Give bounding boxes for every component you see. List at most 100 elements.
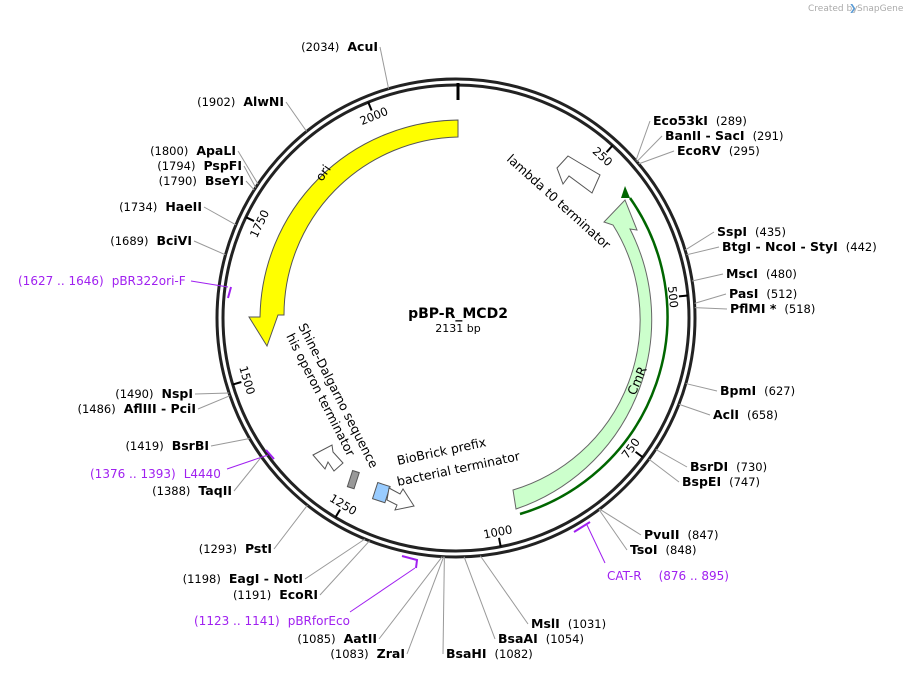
primer-leader-pbrforeco	[349, 567, 416, 613]
site-leader	[203, 206, 237, 226]
restriction-site-label[interactable]: (2034)AcuI	[301, 39, 378, 54]
site-name: BanII - SacI	[665, 128, 745, 143]
site-name: HaeII	[165, 199, 202, 214]
restriction-site-label[interactable]: (1486)AflIII - PciI	[77, 401, 196, 416]
site-position: (1388)	[152, 484, 190, 498]
backbone-inner-circle	[221, 83, 691, 553]
primer-mark-pbr322ori-f[interactable]	[227, 286, 232, 299]
tick-mark	[367, 101, 373, 111]
restriction-site-label[interactable]: PvuII(847)	[644, 527, 718, 542]
site-name: AcuI	[347, 39, 378, 54]
site-leader	[233, 456, 262, 492]
watermark-brand: SnapGene	[857, 4, 904, 14]
restriction-site-label[interactable]: PflMI *(518)	[730, 301, 815, 316]
primer-label[interactable]: CAT-R(876 .. 895)	[607, 569, 729, 583]
tick-mark	[245, 216, 255, 222]
site-leader	[379, 46, 390, 89]
site-leader	[694, 307, 728, 310]
site-position: (1085)	[297, 632, 335, 646]
site-position: (1790)	[159, 174, 197, 188]
site-leader	[193, 240, 226, 256]
primer-leader-l4440	[226, 454, 269, 470]
restriction-site-label[interactable]: MscI(480)	[726, 266, 797, 281]
site-leader	[194, 392, 230, 395]
restriction-site-label[interactable]: BspEI(747)	[682, 474, 760, 489]
site-position: (1419)	[125, 439, 163, 453]
feature-his-operon-terminator[interactable]	[312, 444, 344, 472]
feature-lambda-t0-terminator[interactable]	[556, 155, 601, 194]
site-leader	[692, 273, 724, 282]
site-position: (1486)	[77, 402, 115, 416]
feature-cmr[interactable]	[512, 199, 653, 510]
restriction-site-label[interactable]: (1689)BciVI	[110, 233, 192, 248]
primer-name: L4440	[184, 467, 221, 481]
site-position: (658)	[747, 408, 778, 422]
restriction-site-label[interactable]: TsoI (848)	[630, 542, 696, 557]
restriction-site-label[interactable]: (1198)EagI - NotI	[183, 571, 303, 586]
restriction-site-label[interactable]: (1734)HaeII	[119, 199, 202, 214]
site-leader	[237, 150, 259, 185]
restriction-site-label[interactable]: BsrDI(730)	[690, 459, 767, 474]
restriction-site-label[interactable]: (1419) BsrBI	[125, 438, 209, 453]
primer-mark-cat-r[interactable]	[573, 521, 591, 533]
site-position: (1902)	[197, 95, 235, 109]
restriction-site-label[interactable]: MslI(1031)	[531, 616, 606, 631]
primer-label[interactable]: (1627 .. 1646)pBR322ori-F	[18, 274, 186, 288]
restriction-site-label[interactable]: (1794)PspFI	[157, 158, 242, 173]
site-leader	[638, 150, 675, 165]
restriction-site-label[interactable]: BsaAI(1054)	[498, 631, 584, 646]
tick-mark	[605, 144, 614, 153]
restriction-site-label[interactable]: (1388)TaqII	[152, 483, 232, 498]
restriction-site-label[interactable]: SspI(435)	[717, 224, 786, 239]
restriction-site-label[interactable]: PasI(512)	[729, 286, 797, 301]
site-position: (848)	[666, 543, 697, 557]
site-name: BsrBI	[172, 438, 209, 453]
primer-label[interactable]: (1123 .. 1141)pBRforEco	[194, 614, 350, 628]
restriction-site-label[interactable]: BsaHI (1082)	[446, 646, 533, 661]
site-name: BsaHI	[446, 646, 487, 661]
site-position: (442)	[846, 240, 877, 254]
site-position: (1800)	[150, 144, 188, 158]
primer-mark-l4440[interactable]	[265, 449, 275, 460]
restriction-site-label[interactable]: (1902) AlwNI	[197, 94, 284, 109]
primer-label[interactable]: (1376 .. 1393)L4440	[90, 467, 221, 481]
site-name: TsoI	[630, 542, 658, 557]
site-name: PflMI *	[730, 301, 777, 316]
restriction-site-label[interactable]: (1490)NspI	[115, 386, 193, 401]
plasmid-name: pBP-R_MCD2	[408, 306, 508, 322]
site-leader	[304, 538, 366, 580]
restriction-site-label[interactable]: (1790)BseYI	[159, 173, 244, 188]
site-name: EagI - NotI	[229, 571, 303, 586]
site-position: (1082)	[495, 647, 533, 661]
site-name: Eco53kI	[653, 113, 708, 128]
primer-mark-pbrforeco[interactable]	[401, 555, 419, 569]
restriction-site-label[interactable]: BtgI - NcoI - StyI(442)	[722, 239, 877, 254]
restriction-site-label[interactable]: (1085)AatII	[297, 631, 377, 646]
restriction-site-label[interactable]: BpmI(627)	[720, 383, 795, 398]
restriction-site-label[interactable]: BanII - SacI(291)	[665, 128, 784, 143]
restriction-site-label[interactable]: (1293)PstI	[199, 541, 272, 556]
restriction-site-labels: (2034)AcuI (1902) AlwNI (1800)ApaLI(1794)Ps…	[77, 39, 876, 661]
site-name: EcoRI	[279, 587, 318, 602]
site-name: ZraI	[377, 646, 405, 661]
restriction-site-label[interactable]: Eco53kI(289)	[653, 113, 747, 128]
site-name: BspEI	[682, 474, 721, 489]
site-leader	[598, 509, 628, 551]
site-leader	[648, 458, 680, 483]
restriction-site-label[interactable]: EcoRV(295)	[677, 143, 760, 158]
restriction-site-label[interactable]: (1083)ZraI	[330, 646, 405, 661]
primer-range: (1123 .. 1141)	[194, 614, 280, 628]
feature-ori[interactable]	[248, 119, 459, 348]
feature-shine-dalgarno[interactable]	[346, 469, 360, 490]
feature-bacterial-terminator[interactable]	[386, 487, 415, 511]
restriction-site-label[interactable]: AclI (658)	[713, 407, 778, 422]
site-leader	[685, 383, 718, 392]
restriction-site-label[interactable]: (1191)EcoRI	[233, 587, 318, 602]
primer-leader-pbr322ori-f	[190, 280, 229, 288]
site-position: (730)	[736, 460, 767, 474]
site-name: AclI	[713, 407, 739, 422]
site-name: AlwNI	[243, 94, 284, 109]
restriction-site-label[interactable]: (1800)ApaLI	[150, 143, 236, 158]
site-position: (435)	[755, 225, 786, 239]
